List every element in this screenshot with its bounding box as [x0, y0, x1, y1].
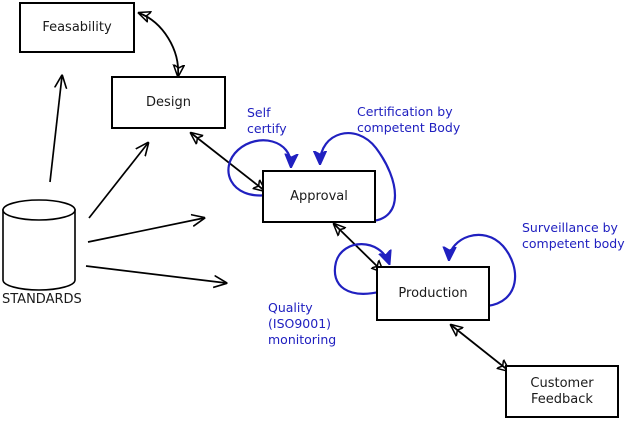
annotation-quality-iso9001-monitoring: Quality (ISO9001) monitoring [268, 300, 337, 347]
connector-design-to-feasability [139, 13, 178, 76]
node-customer-feedback[interactable]: Customer Feedback [505, 365, 619, 418]
connector-standards-to-feasability [49, 76, 62, 183]
node-approval[interactable]: Approval [262, 170, 376, 223]
node-standards-label: STANDARDS [2, 292, 82, 307]
node-design[interactable]: Design [111, 76, 226, 129]
connector-standards-to-production [85, 265, 226, 283]
standards-cylinder-shape [2, 199, 76, 291]
node-customer-feedback-label: Customer Feedback [530, 375, 594, 407]
connector-design-to-approval [191, 133, 265, 191]
annotation-self-certify: Self certify [247, 105, 287, 136]
loop-self-certify [227, 139, 291, 197]
node-feasability[interactable]: Feasability [19, 2, 135, 53]
annotation-certification-by-competent-body: Certification by competent Body [357, 104, 461, 135]
loop-surveillance [449, 233, 517, 308]
loop-quality-monitoring [333, 243, 389, 295]
node-feasability-label: Feasability [42, 19, 112, 35]
node-production-label: Production [398, 285, 468, 301]
node-design-label: Design [146, 94, 191, 110]
connector-production-to-approval [334, 224, 383, 272]
loop-certification [320, 132, 396, 223]
connector-standards-to-approval [87, 218, 204, 243]
annotation-surveillance-by-competent-body: Surveillance by competent body [522, 220, 625, 251]
node-production[interactable]: Production [376, 266, 490, 321]
connector-standards-to-design [88, 143, 148, 219]
node-approval-label: Approval [290, 188, 348, 204]
connector-customer-feedback-to-production [451, 325, 509, 371]
